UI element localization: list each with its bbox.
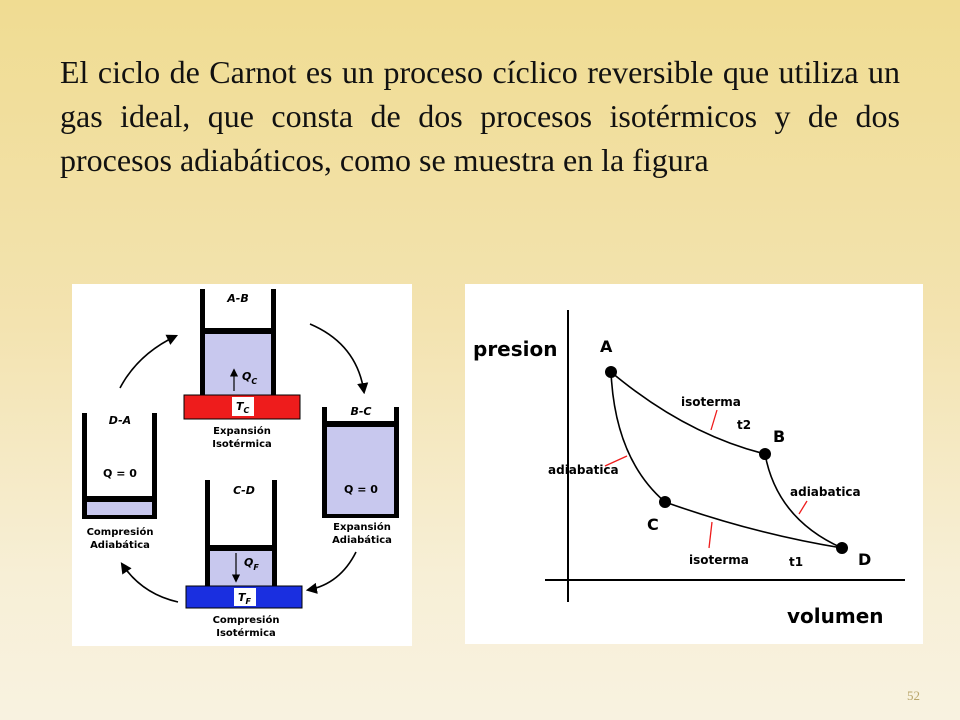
label-d: D bbox=[858, 550, 871, 569]
stage-c-d-label-2: Isotérmica bbox=[216, 627, 276, 639]
svg-text:QF: QF bbox=[244, 556, 259, 572]
cylinder-wall-left-a-b bbox=[200, 289, 205, 395]
arrow-b-to-c bbox=[305, 551, 357, 594]
svg-text:QC: QC bbox=[242, 370, 257, 386]
stage-a-b-label-2: Isotérmica bbox=[212, 438, 272, 450]
stage-d-a: D-A Q = 0 Compresión Adiabática bbox=[82, 413, 157, 551]
gas-chamber-c-d bbox=[210, 550, 272, 586]
svg-text:TC: TC bbox=[236, 400, 250, 415]
point-a bbox=[605, 366, 617, 378]
piston-c-d bbox=[210, 545, 272, 551]
adiabatic-a-c-curve bbox=[610, 371, 666, 503]
pv-diagram: presion volumen A B C D isoterma t2 adia… bbox=[465, 284, 923, 644]
point-b bbox=[759, 448, 771, 460]
stage-c-d: C-D QF TF Compresión Isotérmica bbox=[185, 480, 303, 639]
stage-d-a-label-2: Adiabática bbox=[90, 539, 150, 551]
label-a: A bbox=[600, 337, 613, 356]
stage-a-b: A-B QC TC Expansión Isotérmica bbox=[183, 289, 301, 450]
adiabatic-label-left: adiabatica bbox=[548, 463, 619, 477]
gas-chamber-a-b bbox=[205, 332, 271, 395]
stage-a-b-label-1: Expansión bbox=[213, 425, 271, 437]
stage-d-a-label-1: Compresión bbox=[87, 526, 154, 538]
temperature-t1-label: t1 bbox=[789, 555, 803, 569]
stage-b-c-label-1: Expansión bbox=[333, 521, 391, 533]
stage-b-c-title: B-C bbox=[350, 405, 371, 418]
page-number: 52 bbox=[907, 688, 920, 703]
gas-chamber-b-c bbox=[327, 426, 394, 514]
x-axis-label: volumen bbox=[787, 604, 884, 628]
isotherm-t1-curve bbox=[664, 501, 843, 549]
label-c: C bbox=[647, 515, 659, 534]
carnot-cycle-diagram: A-B QC TC Expansión Isotérmica B-C Q = 0… bbox=[72, 284, 412, 646]
arrow-d-to-a bbox=[119, 334, 179, 389]
isotherm-label-upper: isoterma bbox=[681, 395, 741, 409]
stage-d-a-title: D-A bbox=[109, 414, 131, 427]
stage-c-d-label-1: Compresión bbox=[213, 614, 280, 626]
stage-c-d-title: C-D bbox=[233, 484, 255, 497]
stage-d-a-q: Q = 0 bbox=[103, 467, 137, 480]
arrow-c-to-d bbox=[120, 562, 179, 603]
cylinder-wall-right-a-b bbox=[271, 289, 276, 395]
isotherm-label-lower: isoterma bbox=[689, 553, 749, 567]
stage-b-c: B-C Q = 0 Expansión Adiabática bbox=[322, 405, 399, 546]
svg-text:TF: TF bbox=[238, 591, 252, 606]
isotherm-t2-curve bbox=[610, 371, 766, 455]
temperature-t2-label: t2 bbox=[737, 418, 751, 432]
slide-paragraph: El ciclo de Carnot es un proceso cíclico… bbox=[60, 54, 900, 178]
point-d bbox=[836, 542, 848, 554]
y-axis-label: presion bbox=[473, 337, 557, 361]
point-c bbox=[659, 496, 671, 508]
stage-b-c-label-2: Adiabática bbox=[332, 534, 392, 546]
adiabatic-b-d-curve bbox=[764, 453, 843, 549]
piston-a-b bbox=[205, 328, 271, 334]
piston-b-c bbox=[327, 421, 394, 427]
adiabatic-label-right: adiabatica bbox=[790, 485, 861, 499]
stage-a-b-title: A-B bbox=[226, 292, 248, 305]
gas-chamber-d-a bbox=[87, 501, 152, 515]
piston-d-a bbox=[87, 496, 152, 502]
arrow-a-to-b bbox=[309, 323, 369, 395]
label-b: B bbox=[773, 427, 785, 446]
stage-b-c-q: Q = 0 bbox=[344, 483, 378, 496]
